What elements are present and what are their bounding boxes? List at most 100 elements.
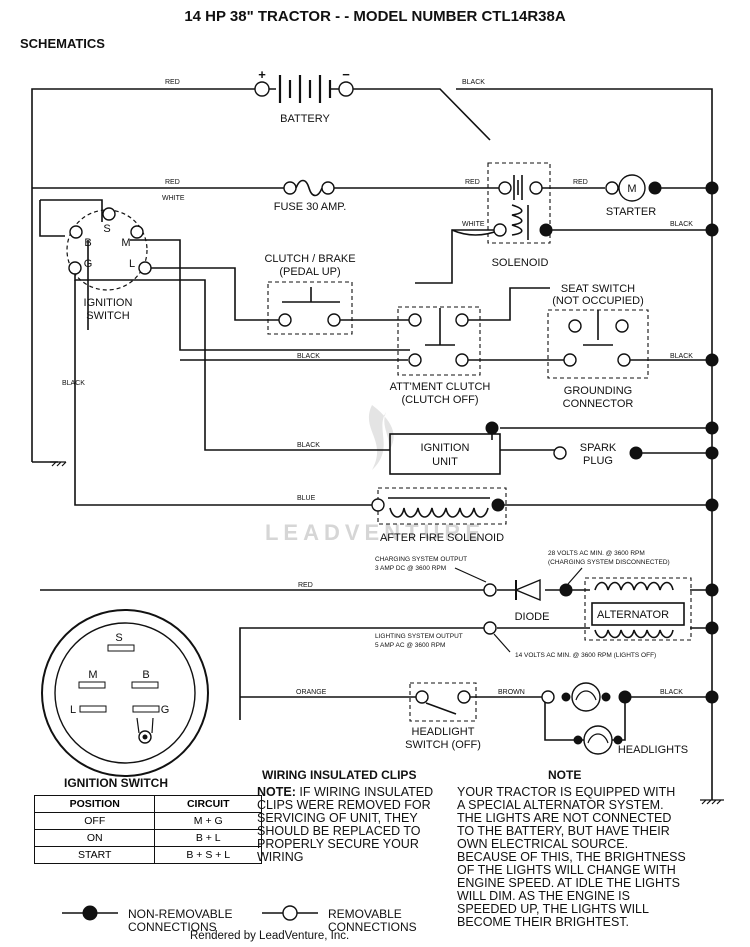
legend-removable-1: REMOVABLE — [328, 907, 402, 921]
seat-label-2: (NOT OCCUPIED) — [552, 295, 643, 307]
table-row: START B + S + L — [33, 846, 262, 864]
headlights: HEADLIGHTS — [541, 682, 688, 756]
note-text: YOUR TRACTOR IS EQUIPPED WITH A SPECIAL … — [457, 785, 686, 929]
seat-terminal-4 — [617, 353, 631, 367]
label-white-solenoid: WHITE — [462, 221, 485, 228]
headlight-switch-label-2: SWITCH (OFF) — [405, 739, 481, 751]
spark-plug-ground — [629, 446, 643, 460]
clutch-brake-switch: CLUTCH / BRAKE (PEDAL UP) — [264, 253, 356, 335]
junction-dot — [705, 181, 719, 195]
clutch-terminal-right — [327, 313, 341, 327]
clutch-label-2: (PEDAL UP) — [279, 266, 340, 278]
footer-credit: Rendered by LeadVenture, Inc. — [190, 930, 350, 942]
grounding-label-2: CONNECTOR — [563, 398, 634, 410]
ignition-switch-table: POSITION CIRCUIT OFF M + G ON B + L STAR… — [33, 795, 262, 864]
table-cell-position: OFF — [33, 812, 156, 830]
attach-terminal-4 — [455, 353, 469, 367]
ignition-table-title: IGNITION SWITCH — [64, 776, 168, 790]
starter-terminal — [605, 181, 619, 195]
page-title: 14 HP 38" TRACTOR - - MODEL NUMBER CTL14… — [184, 8, 566, 25]
diode-connection — [559, 583, 573, 597]
headlight-switch-terminal-2 — [457, 690, 471, 704]
ignition-pin-g-label: G — [84, 258, 93, 270]
attach-terminal-2 — [455, 313, 469, 327]
solenoid-terminal-1 — [498, 181, 512, 195]
clips-text: NOTE: IF WIRING INSULATED CLIPS WERE REM… — [257, 786, 447, 864]
ignition-pin-b-label: B — [84, 237, 91, 249]
light-output-label-1: LIGHTING SYSTEM OUTPUT — [375, 633, 463, 640]
label-red-top: RED — [165, 79, 180, 86]
table-header-circuit: CIRCUIT — [154, 795, 262, 813]
label-black-headlight: BLACK — [660, 689, 683, 696]
battery-minus-terminal — [338, 81, 354, 97]
charging-system: CHARGING SYSTEM OUTPUT 3 AMP DC @ 3600 R… — [375, 550, 692, 659]
starter-motor-letter: M — [627, 183, 636, 195]
ignition-unit-label-2: UNIT — [432, 456, 458, 468]
battery: + − BATTERY — [254, 67, 354, 125]
clips-text-rest: CLIPS WERE REMOVED FOR SERVICING OF UNIT… — [257, 798, 431, 864]
attachment-clutch-switch: ATT'MENT CLUTCH (CLUTCH OFF) — [390, 306, 491, 406]
battery-plus-terminal — [254, 81, 270, 97]
volts28-label-2: (CHARGING SYSTEM DISCONNECTED) — [548, 559, 670, 566]
label-black-seat: BLACK — [670, 353, 693, 360]
headlight-bulb-1 — [571, 682, 601, 712]
fuse-label: FUSE 30 AMP. — [274, 201, 347, 213]
seat-label-1: SEAT SWITCH — [561, 283, 635, 295]
solenoid-terminal-3 — [493, 223, 507, 237]
label-black-ground: BLACK — [62, 380, 85, 387]
clutch-terminal-left — [278, 313, 292, 327]
junction-dot — [705, 223, 719, 237]
after-fire-solenoid: AFTER FIRE SOLENOID — [371, 487, 507, 544]
headlight-bulb-2 — [583, 725, 613, 755]
headlight-switch-terminal-1 — [415, 690, 429, 704]
table-cell-position: ON — [33, 829, 156, 847]
label-red-starter: RED — [573, 179, 588, 186]
junction-dot — [705, 690, 719, 704]
ignition-switch-label-1: IGNITION — [84, 297, 133, 309]
ignition-pin-l-label: L — [129, 258, 135, 270]
face-label-g: G — [161, 704, 170, 716]
ignition-unit-label-1: IGNITION — [421, 442, 470, 454]
junction-dot — [705, 498, 719, 512]
junction-dot — [705, 421, 719, 435]
charge-output-label-1: CHARGING SYSTEM OUTPUT — [375, 556, 467, 563]
starter-ground-connection — [648, 181, 662, 195]
label-orange: ORANGE — [296, 689, 327, 696]
attach-label-2: (CLUTCH OFF) — [402, 394, 479, 406]
fuse: FUSE 30 AMP. — [274, 179, 347, 213]
table-cell-position: START — [33, 846, 156, 864]
attach-terminal-3 — [408, 353, 422, 367]
ignition-switch-face: S M B L G — [41, 609, 209, 777]
spark-label-1: SPARK — [580, 442, 617, 454]
seat-terminal-3 — [563, 353, 577, 367]
starter-motor — [618, 174, 646, 202]
legend-removable-2: CONNECTIONS — [328, 920, 417, 934]
wires — [31, 88, 724, 805]
junction-dot — [705, 583, 719, 597]
table-header-position: POSITION — [33, 795, 156, 813]
legend-non-removable-1: NON-REMOVABLE — [128, 907, 232, 921]
label-black-top: BLACK — [462, 79, 485, 86]
table-header-row: POSITION CIRCUIT — [33, 795, 262, 813]
battery-minus-sign: − — [342, 67, 350, 82]
table-cell-circuit: B + L — [154, 829, 262, 847]
clips-text-first: IF WIRING INSULATED — [295, 785, 434, 799]
wire-labels: RED BLACK RED WHITE RED RED WHITE BLACK … — [62, 79, 693, 696]
spark-plug-terminal — [553, 446, 567, 460]
face-label-s: S — [115, 632, 122, 644]
attach-label-1: ATT'MENT CLUTCH — [390, 381, 491, 393]
clutch-label-1: CLUTCH / BRAKE — [264, 253, 355, 265]
label-red-solenoid: RED — [465, 179, 480, 186]
ignition-pin-g — [68, 261, 82, 275]
non-removable-connection-icon — [82, 905, 98, 921]
table-cell-circuit: B + S + L — [154, 846, 262, 864]
face-label-m: M — [88, 669, 97, 681]
solenoid-terminal-4 — [539, 223, 553, 237]
removable-connection-icon — [282, 905, 298, 921]
grounding-label-1: GROUNDING — [564, 385, 632, 397]
volts14-label: 14 VOLTS AC MIN. @ 3600 RPM (LIGHTS OFF) — [515, 652, 656, 659]
after-fire-label: AFTER FIRE SOLENOID — [380, 532, 504, 544]
solenoid-label: SOLENOID — [492, 257, 549, 269]
table-cell-circuit: M + G — [154, 812, 262, 830]
